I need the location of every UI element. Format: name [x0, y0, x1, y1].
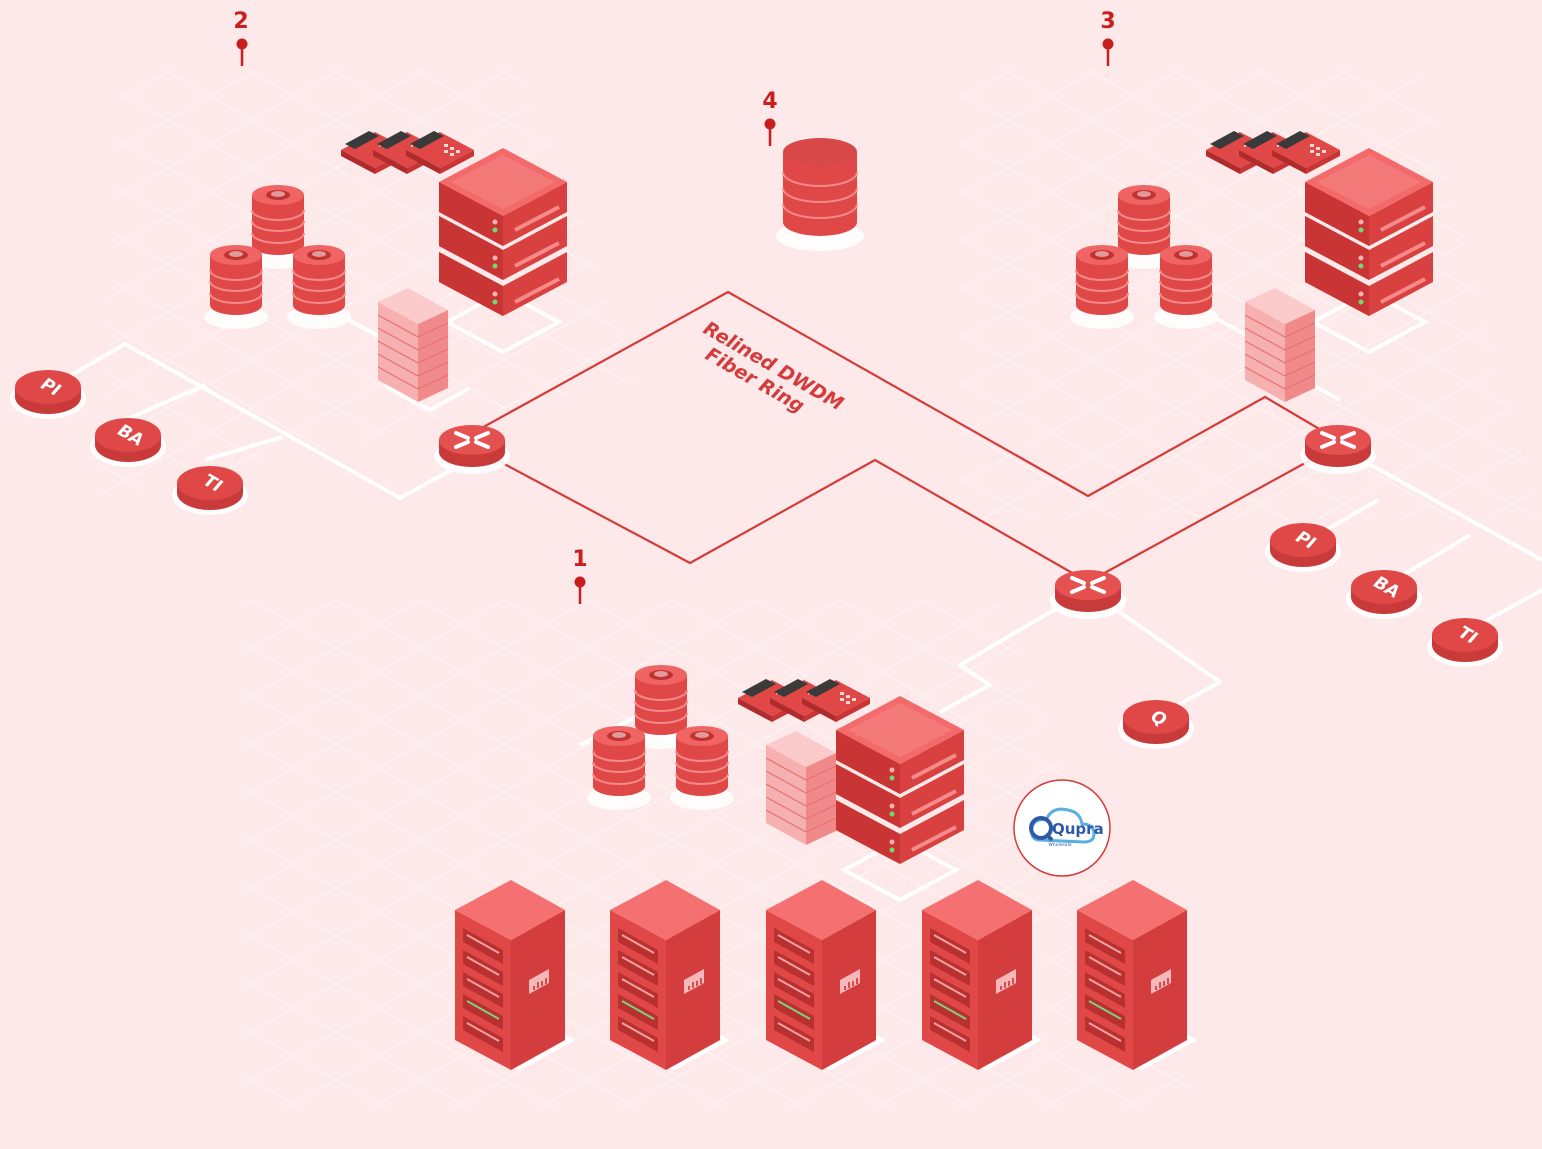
rack-icon — [1075, 878, 1195, 1072]
site-marker-4: 4 — [762, 89, 778, 148]
database-icon — [586, 725, 652, 811]
site-marker-1: 1 — [572, 547, 588, 606]
pin-icon — [1101, 37, 1115, 68]
site-marker-2: 2 — [233, 9, 249, 68]
database-icon — [775, 137, 865, 252]
site-number: 1 — [572, 547, 587, 572]
carrier-group-left: PI BA TI — [10, 370, 248, 515]
site-number: 2 — [233, 9, 248, 34]
firewall-icon — [377, 287, 449, 403]
rack-icon — [764, 878, 884, 1072]
database-icon — [1069, 244, 1135, 330]
pin-icon — [235, 37, 249, 68]
database-icon — [1153, 244, 1219, 330]
database-icon — [286, 244, 352, 330]
site-number: 4 — [762, 89, 777, 114]
rack-icon — [920, 878, 1040, 1072]
brand-tagline: Wholesale — [1048, 842, 1071, 848]
firewall-icon — [765, 730, 837, 846]
database-icon — [203, 244, 269, 330]
carrier-group-right: PI BA TI — [1265, 523, 1503, 667]
brand-logo: Qupra Wholesale — [1013, 779, 1111, 877]
site-number: 3 — [1100, 9, 1115, 34]
rack-icon — [453, 878, 573, 1072]
pin-icon — [763, 117, 777, 148]
brand-name: Qupra — [1052, 820, 1104, 838]
database-icon — [669, 725, 735, 811]
router-icon — [1048, 568, 1128, 621]
pin-icon — [573, 575, 587, 606]
firewall-icon — [1244, 287, 1316, 403]
router-icon — [1298, 423, 1378, 476]
site-marker-3: 3 — [1100, 9, 1116, 68]
dwdm-fiber-ring — [477, 290, 1339, 584]
router-icon — [432, 423, 512, 476]
rack-icon — [608, 878, 728, 1072]
